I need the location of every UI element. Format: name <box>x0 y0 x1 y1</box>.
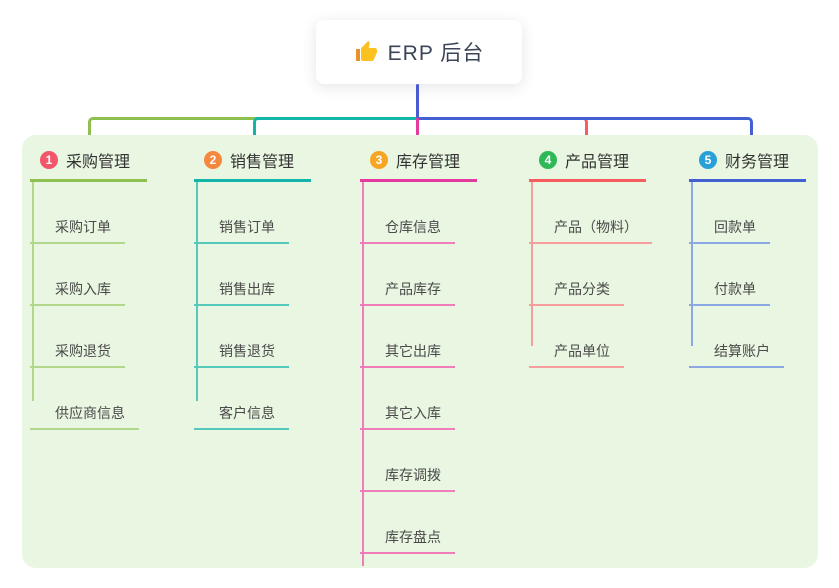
branch-item[interactable]: 产品分类 <box>529 244 624 306</box>
item-label: 销售退货 <box>219 343 275 359</box>
branch-title: 库存管理 <box>396 154 461 171</box>
branch-number-badge: 2 <box>204 151 222 169</box>
branch-item[interactable]: 结算账户 <box>689 306 784 368</box>
branch-column: 3 库存管理 仓库信息产品库存其它出库其它入库库存调拨库存盘点出库库明细 <box>360 148 530 588</box>
branch-number-badge: 3 <box>370 151 388 169</box>
item-label: 客户信息 <box>219 405 275 421</box>
item-label: 其它入库 <box>385 405 441 421</box>
branch-column: 1 采购管理 采购订单采购入库采购退货供应商信息 <box>30 148 200 430</box>
branch-connector-vline <box>362 182 364 566</box>
branch-items: 回款单付款单结算账户 <box>689 182 839 368</box>
item-label: 产品分类 <box>554 281 610 297</box>
branches-panel <box>22 135 818 568</box>
branch-item[interactable]: 销售退货 <box>194 306 289 368</box>
branch-item[interactable]: 其它出库 <box>360 306 455 368</box>
item-label: 采购订单 <box>55 219 111 235</box>
branch-title: 采购管理 <box>66 154 131 171</box>
branch-item[interactable]: 产品单位 <box>529 306 624 368</box>
root-title: ERP 后台 <box>387 42 485 65</box>
branch-column: 4 产品管理 产品（物料） 产品分类产品单位 <box>529 148 699 368</box>
branch-item[interactable]: 付款单 <box>689 244 770 306</box>
branch-item[interactable]: 回款单 <box>689 182 770 244</box>
branch-header[interactable]: 4 产品管理 <box>529 148 646 182</box>
branch-connector-vline <box>691 182 693 346</box>
branch-item[interactable]: 客户信息 <box>194 368 289 430</box>
branch-items: 仓库信息产品库存其它出库其它入库库存调拨库存盘点出库库明细 <box>360 182 530 588</box>
branch-number-badge: 1 <box>40 151 58 169</box>
branch-connector-vline <box>196 182 198 401</box>
branch-item[interactable]: 销售出库 <box>194 244 289 306</box>
branch-connector-vline <box>32 182 34 401</box>
branch-header[interactable]: 5 财务管理 <box>689 148 806 182</box>
item-label: 付款单 <box>714 281 756 297</box>
branch-item[interactable]: 仓库信息 <box>360 182 455 244</box>
item-label: 回款单 <box>714 219 756 235</box>
item-label: 产品（物料） <box>554 219 638 235</box>
item-label: 库存调拨 <box>385 467 441 483</box>
item-label: 库存盘点 <box>385 529 441 545</box>
branch-header[interactable]: 2 销售管理 <box>194 148 311 182</box>
item-label: 供应商信息 <box>55 405 125 421</box>
branch-item[interactable]: 销售订单 <box>194 182 289 244</box>
branch-item[interactable]: 出库库明细 <box>360 554 469 588</box>
item-label: 销售出库 <box>219 281 275 297</box>
item-label: 产品库存 <box>385 281 441 297</box>
branch-number-badge: 5 <box>699 151 717 169</box>
item-label: 仓库信息 <box>385 219 441 235</box>
item-label: 采购入库 <box>55 281 111 297</box>
branch-title: 财务管理 <box>725 154 790 171</box>
root-stem-line <box>416 84 419 118</box>
branch-item[interactable]: 产品（物料） <box>529 182 652 244</box>
branch-header[interactable]: 1 采购管理 <box>30 148 147 182</box>
branch-item[interactable]: 采购退货 <box>30 306 125 368</box>
branch-item[interactable]: 其它入库 <box>360 368 455 430</box>
branch-title: 产品管理 <box>565 154 630 171</box>
branch-items: 销售订单销售出库销售退货客户信息 <box>194 182 364 430</box>
branch-number-badge: 4 <box>539 151 557 169</box>
thumbs-up-icon <box>354 40 378 64</box>
item-label: 其它出库 <box>385 343 441 359</box>
item-label: 产品单位 <box>554 343 610 359</box>
branch-column: 5 财务管理 回款单付款单结算账户 <box>689 148 839 368</box>
branch-item[interactable]: 产品库存 <box>360 244 455 306</box>
branch-header[interactable]: 3 库存管理 <box>360 148 477 182</box>
branch-items: 采购订单采购入库采购退货供应商信息 <box>30 182 200 430</box>
branch-item[interactable]: 采购订单 <box>30 182 125 244</box>
item-label: 采购退货 <box>55 343 111 359</box>
item-label: 结算账户 <box>714 343 770 359</box>
branch-item[interactable]: 供应商信息 <box>30 368 139 430</box>
branch-column: 2 销售管理 销售订单销售出库销售退货客户信息 <box>194 148 364 430</box>
item-label: 销售订单 <box>219 219 275 235</box>
branch-item[interactable]: 采购入库 <box>30 244 125 306</box>
branch-item[interactable]: 库存盘点 <box>360 492 455 554</box>
branch-item[interactable]: 库存调拨 <box>360 430 455 492</box>
branch-items: 产品（物料） 产品分类产品单位 <box>529 182 699 368</box>
connector-elbow <box>417 117 753 152</box>
branch-title: 销售管理 <box>230 154 295 171</box>
root-node[interactable]: ERP 后台 <box>316 20 522 84</box>
branch-connector-vline <box>531 182 533 346</box>
connector-elbow <box>253 117 420 152</box>
